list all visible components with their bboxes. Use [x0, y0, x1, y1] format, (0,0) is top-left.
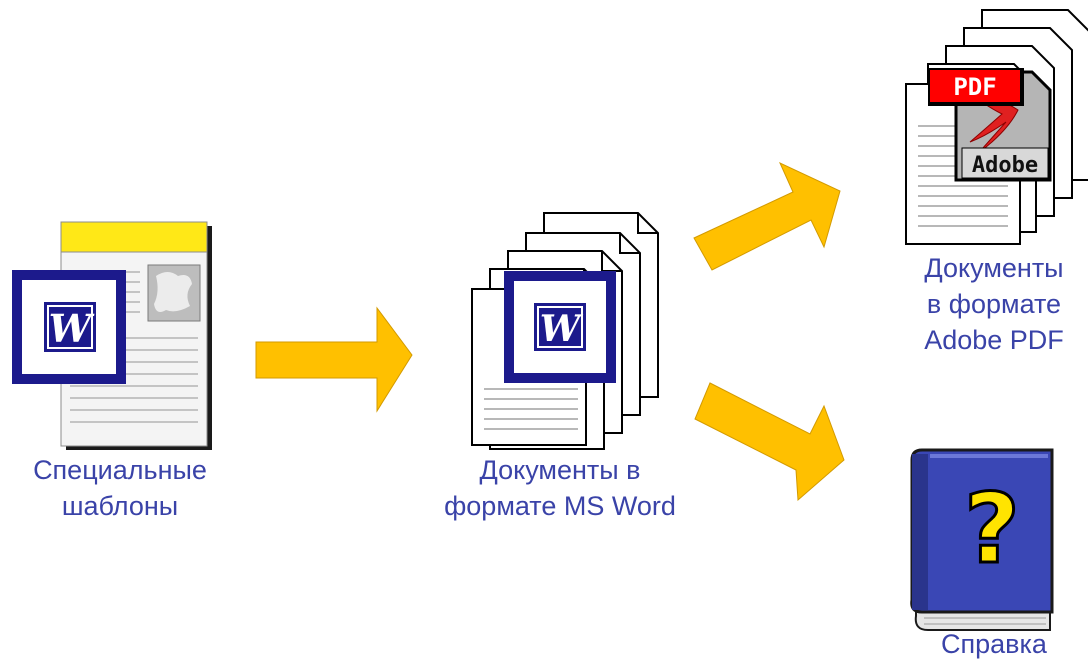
word-icon: W [12, 270, 126, 384]
pdf-documents-label: Документы в формате Adobe PDF [900, 250, 1088, 358]
help-mark: ? [964, 473, 1020, 585]
help-label-line-1: Справка [941, 629, 1047, 659]
pdf-document-stack-icon: Adobe PDF [905, 9, 1088, 245]
text-lines [484, 388, 578, 430]
templates-label-line-1: Специальные [33, 455, 207, 485]
word-documents-label-line-2: формате MS Word [444, 491, 676, 521]
word-documents-label: Документы в формате MS Word [420, 452, 700, 524]
arrow-shape [693, 161, 841, 271]
arrow-shape [694, 382, 845, 502]
help-node: ? [900, 440, 1070, 631]
pdf-banner-icon: PDF [928, 68, 1024, 106]
help-book-icon: ? [910, 448, 1054, 631]
pdf-documents-label-line-2: в формате [926, 289, 1062, 319]
word-documents-node: W [460, 205, 680, 455]
pdf-documents-label-line-1: Документы [924, 253, 1064, 283]
arrow-shape [255, 306, 413, 413]
template-document-icon: W [12, 221, 212, 450]
templates-label-line-2: шаблоны [61, 491, 179, 521]
pdf-documents-label-line-3: Adobe PDF [924, 325, 1064, 355]
word-letter: W [540, 308, 584, 350]
pdf-documents-node: Adobe PDF [898, 2, 1088, 250]
templates-label: Специальные шаблоны [20, 452, 220, 524]
pdf-banner-text: PDF [953, 73, 996, 101]
adobe-text: Adobe [972, 153, 1038, 178]
word-icon: W [504, 271, 616, 383]
help-label: Справка [900, 626, 1088, 662]
word-documents-label-line-1: Документы в [479, 455, 641, 485]
word-letter: W [49, 306, 95, 351]
templates-node: W [0, 210, 220, 450]
word-document-stack-icon: W [471, 212, 659, 450]
